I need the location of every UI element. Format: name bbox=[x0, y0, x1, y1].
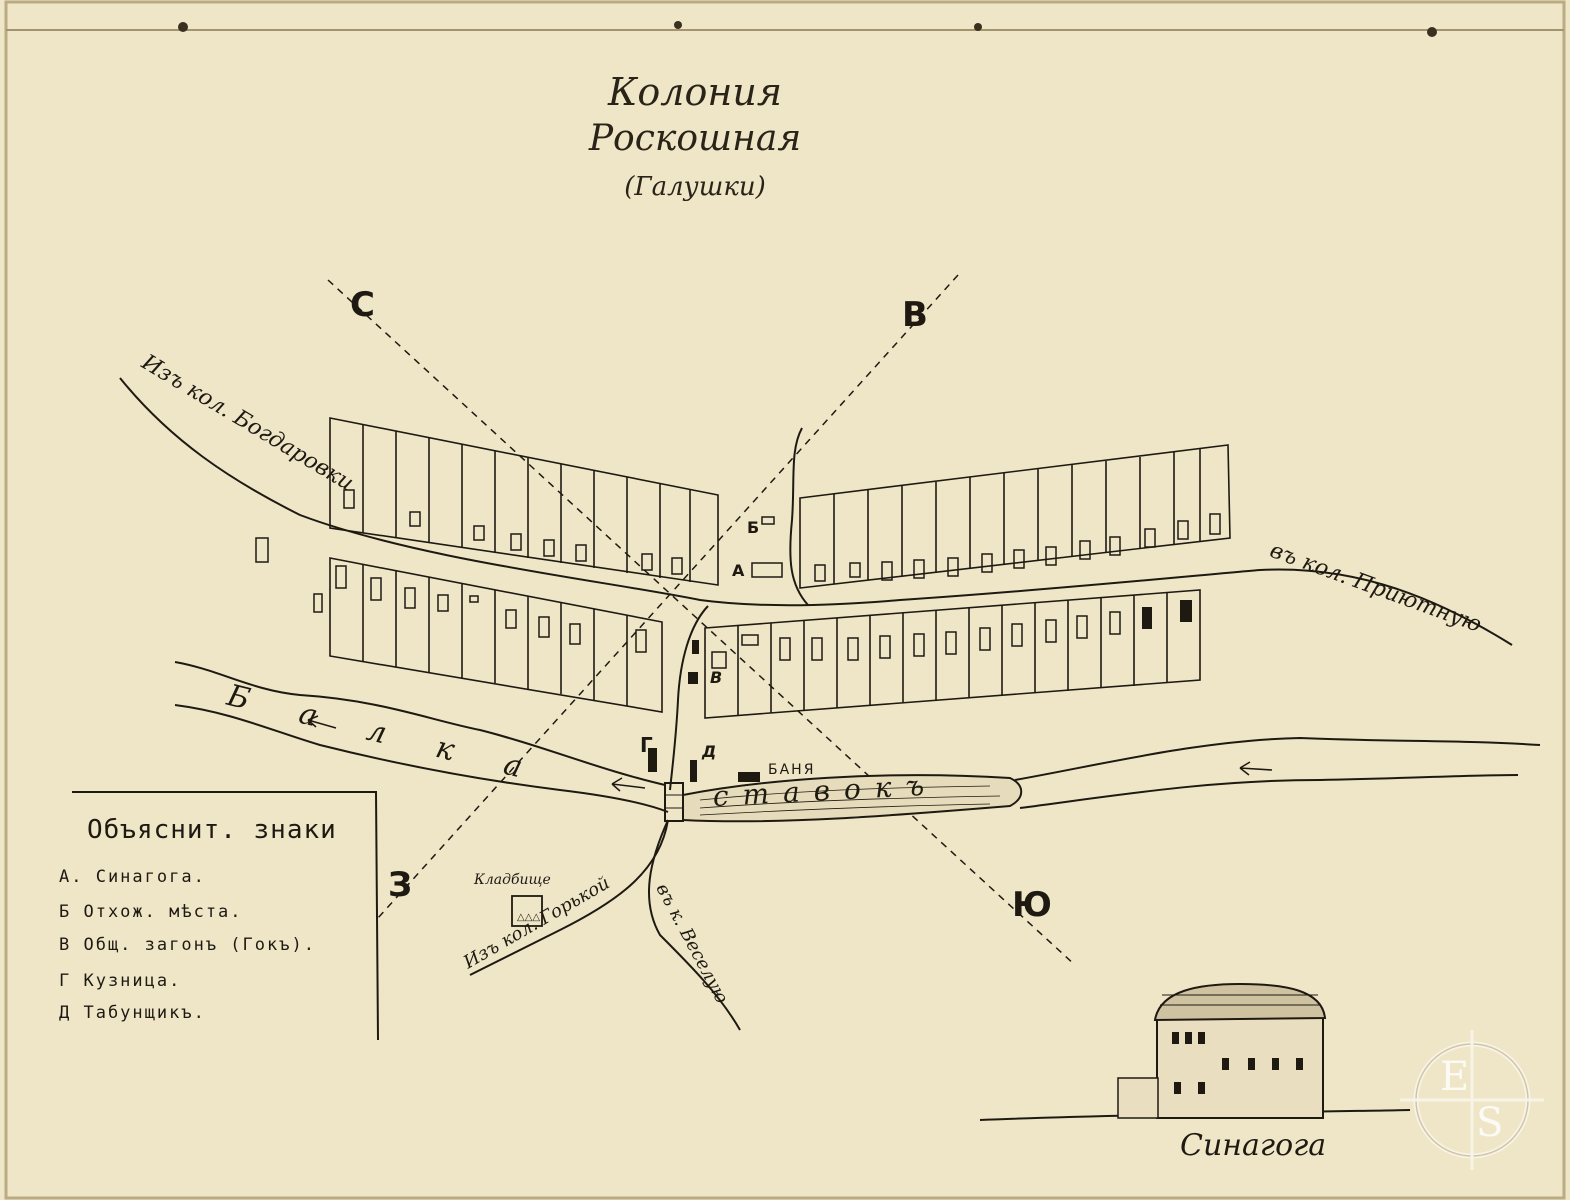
watermark: E S bbox=[1412, 1040, 1532, 1160]
label-bath: БАНЯ bbox=[768, 762, 816, 778]
binding-hole bbox=[974, 23, 982, 31]
watermark-letter-s: S bbox=[1476, 1100, 1504, 1146]
road-central bbox=[669, 605, 709, 791]
cemetery-icon bbox=[511, 895, 543, 927]
compass-north: С bbox=[350, 285, 375, 325]
compass-west: З bbox=[388, 865, 413, 905]
synagogue-sketch bbox=[979, 982, 1411, 1121]
river-bank-lower-east bbox=[1019, 774, 1519, 809]
river-bank-lower bbox=[174, 704, 669, 813]
compass-east: В bbox=[902, 295, 928, 335]
flow-arrow-icon bbox=[611, 777, 646, 792]
watermark-letter-e: E bbox=[1440, 1054, 1470, 1100]
houses bbox=[255, 489, 1221, 669]
paper-border bbox=[4, 0, 1566, 1200]
marker-v: В bbox=[710, 668, 723, 687]
road-north bbox=[789, 427, 809, 606]
map-title-line-3: (Галушки) bbox=[624, 172, 766, 202]
legend: Объяснит. знаки А. Синагога. Б Отхож. мѣ… bbox=[55, 795, 375, 1035]
legend-item-a: А. Синагога. bbox=[59, 867, 206, 887]
legend-frame bbox=[72, 791, 379, 1041]
marker-g: Г bbox=[640, 733, 653, 757]
legend-item-b: Б Отхож. мѣста. bbox=[59, 902, 243, 922]
cemetery-graves: △△△ bbox=[517, 912, 540, 923]
marker-a: А bbox=[732, 561, 745, 580]
synagogue-caption: Синагога bbox=[1180, 1128, 1327, 1163]
block-southwest bbox=[329, 557, 663, 713]
axis-east-west bbox=[377, 274, 959, 919]
marker-b: Б bbox=[747, 518, 760, 537]
filled-buildings bbox=[648, 600, 1192, 782]
binding-hole bbox=[1427, 27, 1437, 37]
pond-ripples bbox=[699, 785, 1001, 816]
legend-item-g: Г Кузница. bbox=[59, 971, 182, 991]
marker-d: Д bbox=[702, 742, 717, 761]
block-northwest bbox=[329, 417, 719, 586]
compass-south: Ю bbox=[1012, 885, 1052, 925]
legend-title: Объяснит. знаки bbox=[87, 815, 337, 845]
flow-arrow-icon bbox=[307, 715, 337, 729]
block-southeast bbox=[704, 589, 1201, 719]
map-title-line-1: Колония bbox=[607, 70, 783, 114]
block-northeast bbox=[799, 444, 1231, 589]
river-bank-upper bbox=[174, 661, 666, 786]
legend-item-d: Д Табунщикъ. bbox=[59, 1003, 206, 1023]
watermark-logo bbox=[1400, 1030, 1544, 1170]
map-title-line-2: Роскошная bbox=[588, 118, 802, 159]
axis-north-south bbox=[327, 279, 1076, 966]
river-bank-upper-east bbox=[1014, 736, 1541, 781]
road-veselaya bbox=[648, 819, 741, 1031]
label-cemetery: Кладбище bbox=[474, 872, 551, 888]
road-bogdarovka-priyutnaya bbox=[119, 377, 1513, 646]
flow-arrow-icon bbox=[1239, 761, 1273, 776]
binding-hole bbox=[178, 22, 188, 32]
dam bbox=[664, 782, 684, 822]
legend-item-v: В Общ. загонъ (Гокъ). bbox=[59, 935, 316, 955]
binding-hole bbox=[674, 21, 682, 29]
